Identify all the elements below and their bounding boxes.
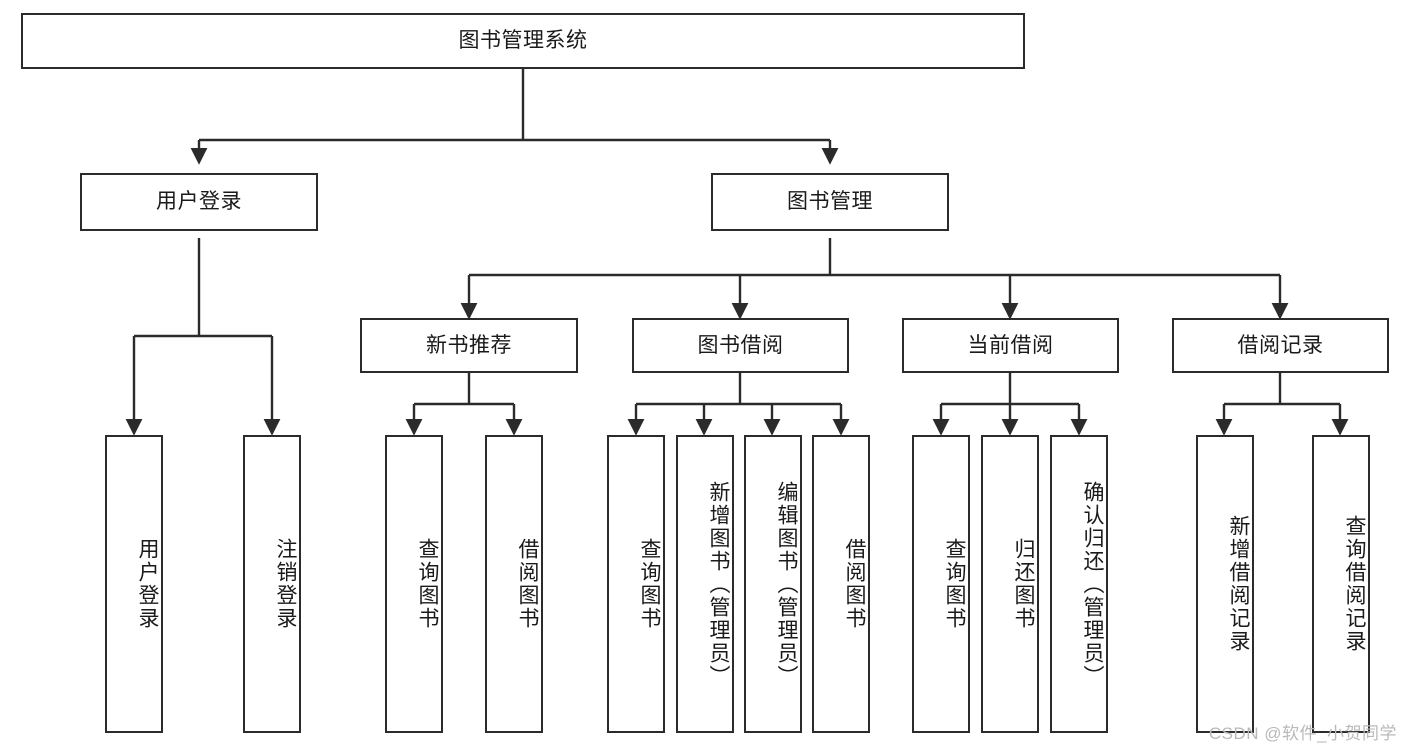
leaf-add-book-label: 新增图书（管理员） — [707, 480, 730, 688]
leaf-query-book-3[interactable]: 查询图书 — [912, 435, 970, 733]
node-new-book-recommend-label: 新书推荐 — [426, 333, 512, 357]
node-current-borrow-label: 当前借阅 — [967, 333, 1054, 357]
leaf-confirm-return-label: 确认归还（管理员） — [1081, 480, 1104, 688]
leaf-query-book-2-label: 查询图书 — [638, 538, 661, 630]
leaf-user-login[interactable]: 用户登录 — [105, 435, 163, 733]
leaf-edit-book[interactable]: 编辑图书（管理员） — [744, 435, 802, 733]
leaf-add-record-label: 新增借阅记录 — [1227, 515, 1250, 653]
leaf-confirm-return[interactable]: 确认归还（管理员） — [1050, 435, 1108, 733]
leaf-borrow-book-1[interactable]: 借阅图书 — [485, 435, 543, 733]
node-current-borrow[interactable]: 当前借阅 — [902, 318, 1119, 373]
leaf-query-book-1-label: 查询图书 — [416, 538, 439, 630]
leaf-add-book[interactable]: 新增图书（管理员） — [676, 435, 734, 733]
leaf-edit-book-label: 编辑图书（管理员） — [775, 480, 798, 688]
node-borrow-record[interactable]: 借阅记录 — [1172, 318, 1389, 373]
leaf-query-book-2[interactable]: 查询图书 — [607, 435, 665, 733]
leaf-logout[interactable]: 注销登录 — [243, 435, 301, 733]
watermark: CSDN @软件_小贺同学 — [1208, 724, 1397, 743]
leaf-return-book[interactable]: 归还图书 — [981, 435, 1039, 733]
node-root-label: 图书管理系统 — [458, 29, 588, 53]
leaf-query-record[interactable]: 查询借阅记录 — [1312, 435, 1370, 733]
leaf-query-book-3-label: 查询图书 — [943, 538, 966, 630]
leaf-borrow-book-2[interactable]: 借阅图书 — [812, 435, 870, 733]
node-borrow-record-label: 借阅记录 — [1237, 333, 1324, 357]
leaf-borrow-book-1-label: 借阅图书 — [516, 538, 539, 630]
leaf-add-record[interactable]: 新增借阅记录 — [1196, 435, 1254, 733]
node-book-manage[interactable]: 图书管理 — [711, 173, 949, 231]
node-book-manage-label: 图书管理 — [787, 190, 873, 214]
node-book-borrow-label: 图书借阅 — [697, 333, 784, 357]
leaf-query-record-label: 查询借阅记录 — [1343, 515, 1366, 653]
leaf-query-book-1[interactable]: 查询图书 — [385, 435, 443, 733]
node-root[interactable]: 图书管理系统 — [21, 13, 1025, 69]
node-new-book-recommend[interactable]: 新书推荐 — [360, 318, 578, 373]
leaf-return-book-label: 归还图书 — [1012, 538, 1035, 630]
leaf-user-login-label: 用户登录 — [136, 538, 159, 630]
leaf-logout-label: 注销登录 — [274, 538, 297, 630]
node-user-login-label: 用户登录 — [156, 190, 242, 214]
leaf-borrow-book-2-label: 借阅图书 — [843, 538, 866, 630]
node-user-login[interactable]: 用户登录 — [80, 173, 318, 231]
node-book-borrow[interactable]: 图书借阅 — [632, 318, 849, 373]
